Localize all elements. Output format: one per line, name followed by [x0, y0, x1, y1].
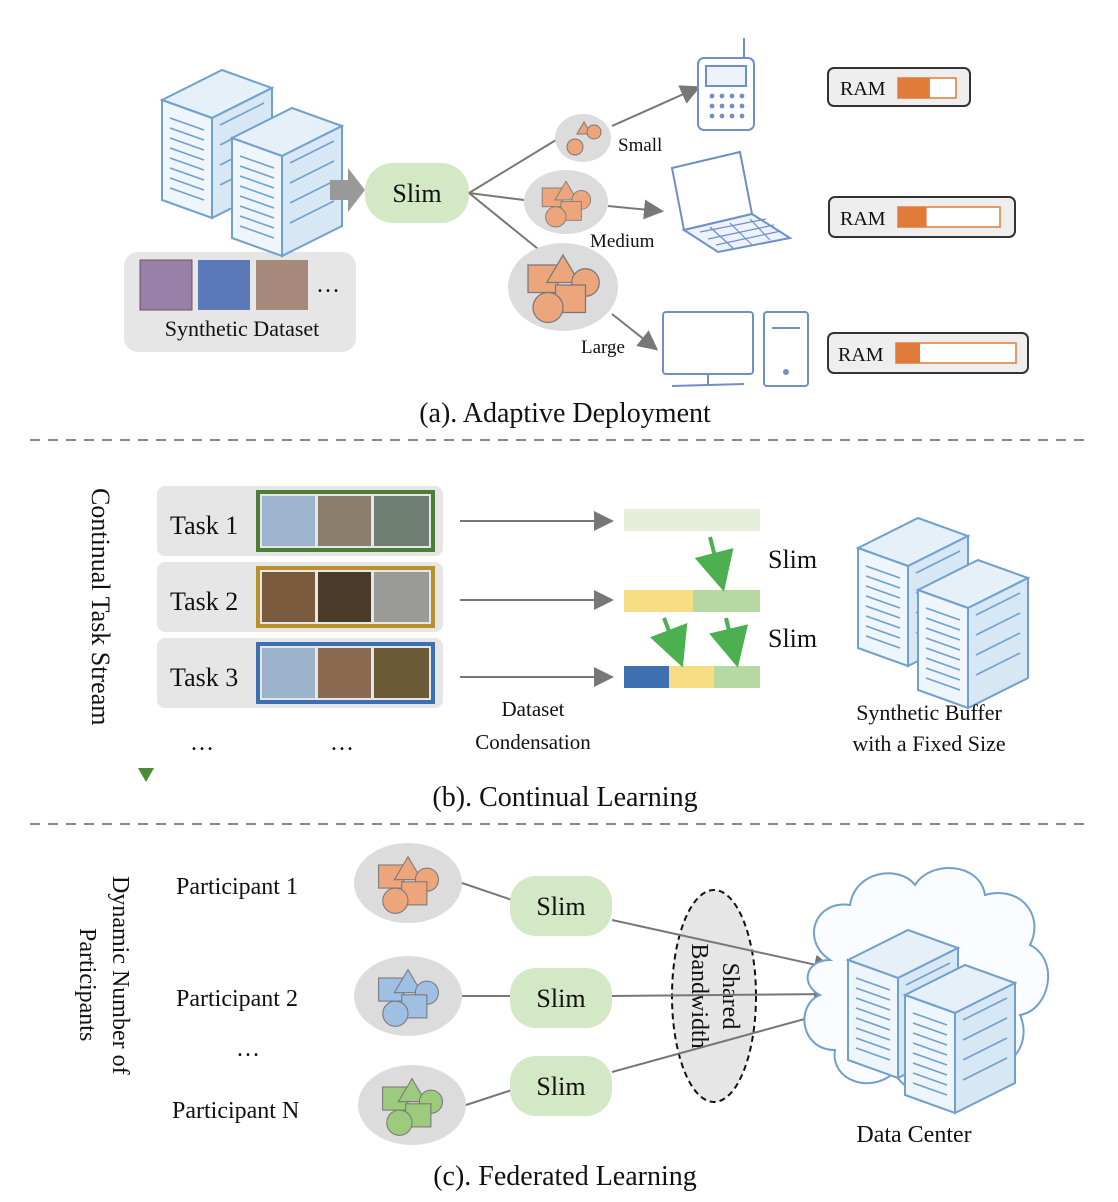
ram-indicator-small: RAM — [827, 67, 971, 107]
arrow-icon — [330, 168, 365, 212]
dataset-label: Synthetic Dataset — [165, 316, 320, 341]
buffer-segment — [624, 590, 693, 612]
slim-label: Slim — [768, 545, 817, 574]
laptop-icon — [670, 150, 793, 254]
buffer-segment — [669, 666, 714, 688]
desktop-icon — [662, 311, 809, 387]
task-label: Task 2 — [170, 587, 238, 616]
slim-label: Slim — [536, 984, 585, 1013]
slim-node — [510, 876, 612, 936]
slim-label: Slim — [536, 1072, 585, 1101]
task-label: Task 1 — [170, 511, 238, 540]
ram-indicator-large: RAM — [827, 332, 1029, 374]
buffer-bar-1 — [624, 509, 760, 531]
buffer-label-line1: Synthetic Buffer — [856, 700, 1002, 725]
task-image — [262, 572, 315, 622]
panel-b: Continual Task Stream Task 1 Task 2 Task… — [86, 462, 1029, 813]
slim-node — [365, 163, 469, 223]
participants-side-label-line2: Participants — [74, 928, 100, 1041]
ellipsis: … — [190, 730, 214, 756]
panel-b-caption: (b). Continual Learning — [432, 782, 697, 813]
medium-label: Medium — [590, 231, 655, 252]
thumbnail-1 — [140, 260, 192, 310]
buffer-segment — [693, 590, 760, 612]
ellipsis: … — [330, 730, 354, 756]
task-image — [262, 496, 315, 546]
ram-indicator-medium: RAM — [828, 196, 1016, 238]
participants-side-label-line1: Dynamic Number of — [107, 876, 133, 1075]
thumbnail-3 — [256, 260, 308, 310]
condensation-label-line2: Condensation — [475, 730, 591, 754]
large-label: Large — [581, 337, 625, 358]
participant-label: Participant N — [172, 1098, 299, 1124]
panel-c: Dynamic Number of Participants Participa… — [74, 843, 1049, 1192]
thumbnail-2 — [198, 260, 250, 310]
phone-icon — [697, 38, 755, 131]
server-icon — [231, 107, 343, 257]
small-model-ellipse — [555, 114, 611, 162]
buffer-label-line2: with a Fixed Size — [852, 731, 1005, 756]
task-image — [262, 648, 315, 698]
dataset-ellipsis: … — [316, 272, 340, 298]
participant-label: Participant 2 — [176, 986, 298, 1012]
condensation-label-line1: Dataset — [502, 697, 565, 721]
participant-label: Participant 1 — [176, 874, 298, 900]
slim-node — [510, 1056, 612, 1116]
task-image — [374, 496, 429, 546]
task-image — [318, 648, 371, 698]
ellipsis: … — [236, 1036, 260, 1062]
small-label: Small — [618, 135, 662, 156]
task-image — [374, 572, 429, 622]
buffer-segment — [624, 666, 669, 688]
dataset-thumbnails — [139, 259, 308, 311]
ram-label: RAM — [840, 78, 886, 100]
panel-c-caption: (c). Federated Learning — [433, 1161, 697, 1192]
buffer-segment — [714, 666, 760, 688]
slim-label: Slim — [768, 624, 817, 653]
server-icon — [917, 559, 1029, 709]
data-center-label: Data Center — [856, 1122, 971, 1148]
task-image — [318, 496, 371, 546]
slim-label: Slim — [392, 179, 441, 208]
task-image — [374, 648, 429, 698]
panel-a-caption: (a). Adaptive Deployment — [419, 398, 711, 429]
panel-a: … Synthetic Dataset Slim Small Medium — [124, 38, 1029, 429]
slim-label: Slim — [536, 892, 585, 921]
bandwidth-label-line1: Shared — [717, 963, 743, 1030]
task-image — [318, 572, 371, 622]
task-label: Task 3 — [170, 663, 238, 692]
continual-stream-label: Continual Task Stream — [86, 488, 115, 725]
ram-label: RAM — [840, 208, 886, 230]
server-icon — [904, 964, 1016, 1114]
ram-label: RAM — [838, 344, 884, 366]
slim-node — [510, 968, 612, 1028]
